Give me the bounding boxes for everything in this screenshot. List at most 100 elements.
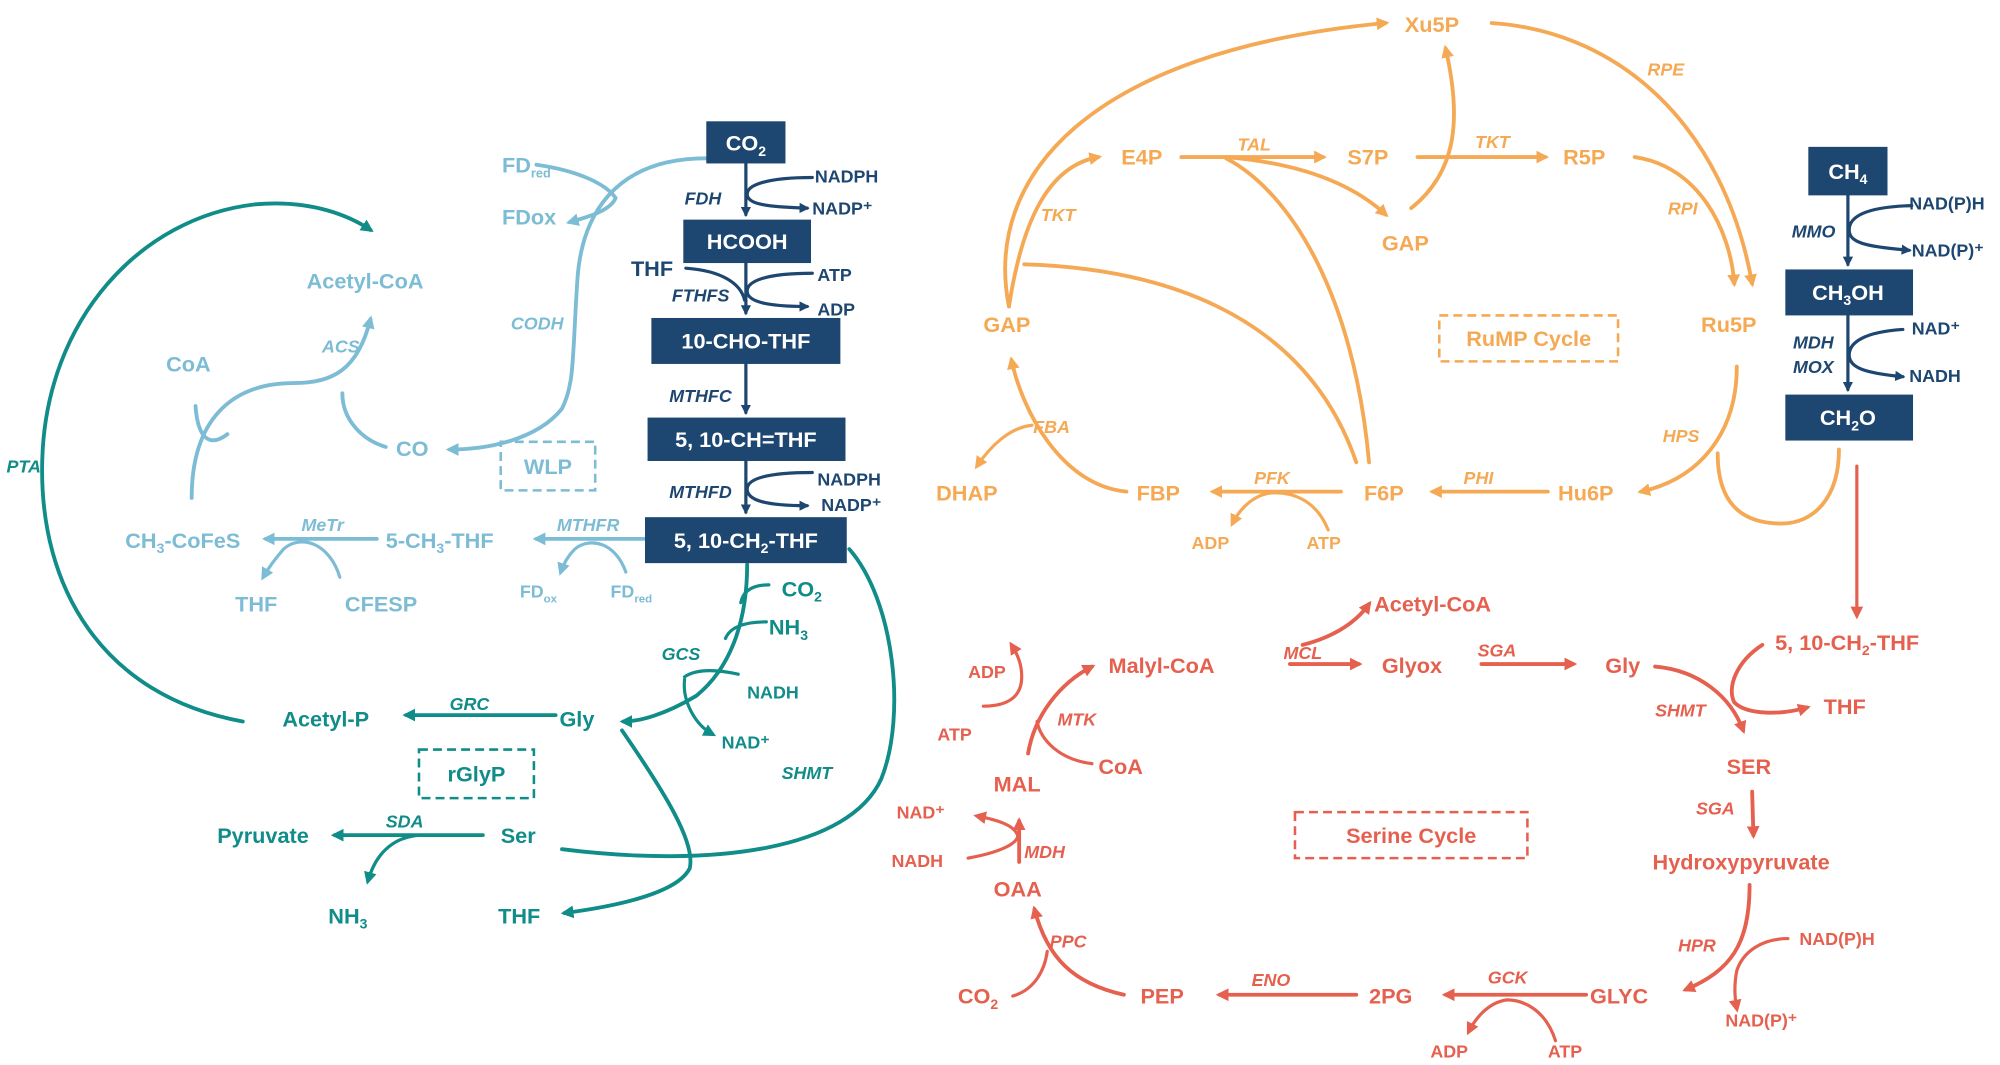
oaa: OAA xyxy=(994,876,1043,901)
co2-in xyxy=(1011,949,1049,998)
rump-atp: ATP xyxy=(1306,533,1340,553)
ch3-thf: 5-CH3-THF xyxy=(386,528,494,556)
serine-nad: NAD⁺ xyxy=(897,803,945,823)
enzyme-mthfd: MTHFD xyxy=(669,482,732,502)
wlp-thf: THF xyxy=(235,592,277,617)
hps-arrow xyxy=(1637,364,1739,496)
serine-label-box xyxy=(1293,810,1529,860)
box-5-10-ch2-thf xyxy=(645,517,847,564)
fd-arrow xyxy=(534,162,618,226)
box-hcooh xyxy=(683,219,812,264)
dhap-arrow xyxy=(974,423,1034,470)
mdh-nad: NAD⁺ xyxy=(1912,319,1960,339)
f6p: F6P xyxy=(1364,481,1404,506)
gck-atp: ATP xyxy=(1548,1041,1582,1061)
serine-acetyl-coa: Acetyl-CoA xyxy=(1374,592,1491,617)
enzyme-sda: SDA xyxy=(386,811,424,831)
glyox: Glyox xyxy=(1382,653,1442,678)
box-10-cho-thf xyxy=(651,317,841,364)
enzyme-fdh: FDH xyxy=(685,188,723,208)
box-ch3oh xyxy=(1785,269,1914,316)
serine-co2: CO2 xyxy=(958,984,999,1012)
gap-f6p-curve xyxy=(1022,262,1359,465)
2pg: 2PG xyxy=(1369,984,1412,1009)
nh3-branch xyxy=(723,620,768,641)
wlp-co: CO xyxy=(396,436,429,461)
rglyp-gly: Gly xyxy=(559,707,594,732)
fbp: FBP xyxy=(1137,481,1180,506)
enzyme-sga-2: SGA xyxy=(1696,799,1735,819)
mmo-nadp: NAD(P)⁺ xyxy=(1912,241,1984,261)
nadph-arrow-ch4 xyxy=(1847,203,1914,255)
fd-red: FDred xyxy=(502,152,551,180)
fdh-nadp: NADP⁺ xyxy=(812,199,872,219)
co2-branch xyxy=(739,583,771,605)
dhap: DHAP xyxy=(936,481,997,506)
enzyme-tkt-1: TKT xyxy=(1475,132,1512,152)
pyruvate: Pyruvate xyxy=(217,823,309,848)
enzyme-fthfs: FTHFS xyxy=(672,285,730,305)
wlp-label: WLP xyxy=(524,454,572,479)
serine-gly: Gly xyxy=(1605,653,1640,678)
box-ch2o-label: CH2O xyxy=(1820,405,1876,433)
rglyp-label-box xyxy=(417,748,536,800)
co2-reduction-branch: CO2 HCOOH 10-CHO-THF 5, 10-CH=THF 5, 10-… xyxy=(631,121,881,564)
coa-in xyxy=(1035,719,1094,766)
enzyme-rpe: RPE xyxy=(1647,59,1685,79)
serine-label: Serine Cycle xyxy=(1346,823,1476,848)
enzyme-mmo: MMO xyxy=(1792,222,1836,242)
rglyp-thf: THF xyxy=(498,903,540,928)
fba-arrow xyxy=(1007,356,1129,494)
mthfd-nadp: NADP⁺ xyxy=(821,495,881,515)
enzyme-rpi: RPI xyxy=(1668,199,1699,219)
box-5-10-ch-thf-label: 5, 10-CH=THF xyxy=(675,427,817,452)
ru5p: Ru5P xyxy=(1701,312,1756,337)
mmo-nadph: NAD(P)H xyxy=(1909,193,1984,213)
enzyme-tkt-2: TKT xyxy=(1041,205,1078,225)
wlp-coa: CoA xyxy=(166,352,211,377)
serine-ch2-thf: 5, 10-CH2-THF xyxy=(1775,630,1919,658)
box-5-10-ch2-thf-label: 5, 10-CH2-THF xyxy=(674,528,818,556)
enzyme-mdh: MDH xyxy=(1793,333,1835,353)
rpi-arrow xyxy=(1632,155,1740,288)
enzyme-acs: ACS xyxy=(321,336,360,356)
hpr-arrow xyxy=(1682,883,1752,993)
nadph-arrow-2 xyxy=(745,470,814,511)
serine-nadp: NAD(P)⁺ xyxy=(1725,1011,1797,1031)
enzyme-grc: GRC xyxy=(450,694,491,714)
thf-in-arrow xyxy=(684,266,747,302)
rump-label: RuMP Cycle xyxy=(1466,326,1591,351)
wlp-acetyl-coa: Acetyl-CoA xyxy=(307,269,424,294)
tkt-e4p-arrow xyxy=(1007,152,1103,309)
acetyl-p: Acetyl-P xyxy=(282,707,369,732)
box-co2 xyxy=(706,121,786,164)
enzyme-mox: MOX xyxy=(1793,357,1835,377)
box-co2-label: CO2 xyxy=(726,131,767,159)
enzyme-tal: TAL xyxy=(1238,135,1271,155)
box-ch2o xyxy=(1785,394,1914,441)
wlp-pathway: FDred FDox Acetyl-CoA CoA CO CH3-CoFeS 5… xyxy=(125,152,709,617)
enzyme-mtk: MTK xyxy=(1057,709,1097,729)
enzyme-shmt: SHMT xyxy=(782,763,835,783)
acetyl-coa-arrow xyxy=(1300,600,1372,647)
rump-label-box xyxy=(1438,314,1620,363)
mtk-arrow xyxy=(1026,664,1096,756)
fthfs-thf: THF xyxy=(631,256,673,281)
sga-arrow-2 xyxy=(1746,789,1760,839)
gap-top: GAP xyxy=(1382,230,1429,255)
rglyp-pathway: CO2 NH3 NADH NAD⁺ Gly Acetyl-P Ser Pyruv… xyxy=(7,201,897,931)
ch2o-hps-curve xyxy=(1715,447,1841,526)
acs-arrow xyxy=(189,315,375,500)
rglyp-co2: CO2 xyxy=(782,576,823,604)
box-ch4-label: CH4 xyxy=(1828,159,1867,187)
mdh-nadh: NADH xyxy=(1909,366,1961,386)
rglyp-label: rGlyP xyxy=(448,762,506,787)
e4p-f6p-curve xyxy=(1224,156,1371,465)
rump-cycle: Xu5P E4P S7P R5P GAP GAP Ru5P DHAP FBP F… xyxy=(936,12,1841,553)
enzyme-mthfr: MTHFR xyxy=(557,515,620,535)
enzyme-mdh-ser: MDH xyxy=(1024,842,1066,862)
enzyme-mcl: MCL xyxy=(1283,643,1322,663)
xu5p: Xu5P xyxy=(1405,12,1459,37)
enzyme-metr: MeTr xyxy=(301,515,344,535)
e4p: E4P xyxy=(1121,145,1162,170)
